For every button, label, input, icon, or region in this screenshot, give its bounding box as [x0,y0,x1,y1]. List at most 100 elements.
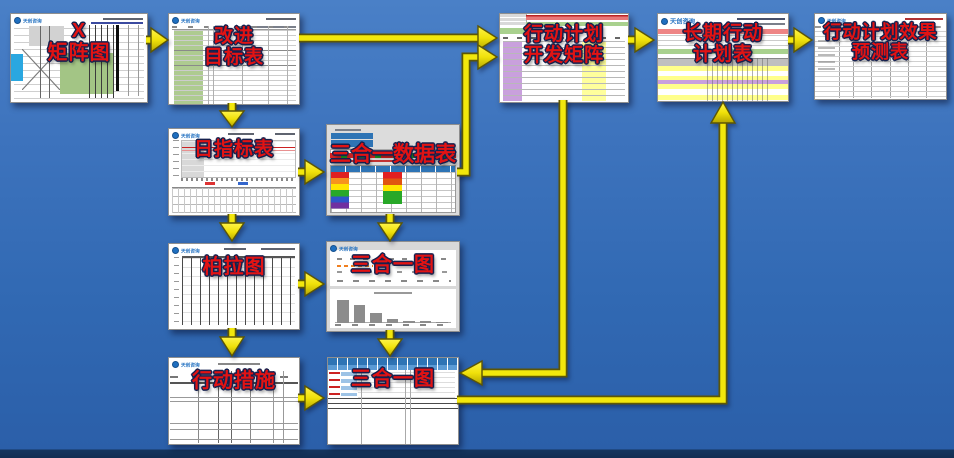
box-title-line: 目标表 [203,47,264,69]
brand-logo: 天创咨询 [172,16,205,25]
decor-target-line [181,150,296,152]
decor-vline [267,25,269,104]
decor-column-header [502,36,626,39]
decor-row-labels [817,39,835,74]
screenshot-action-plan-dev-matrix: 行动计划 开发矩阵 [499,13,629,103]
decor-red-note-text [337,160,411,163]
decor-vline [287,25,289,104]
decor-vline [360,370,362,444]
arrow-data-table-to-chart-mid [376,214,404,243]
logo-icon [818,17,825,24]
box-title-line: 三合一图 [351,254,435,276]
decor-vline [218,370,220,444]
decor-blue-cells [341,371,357,396]
decor-table-header [330,165,456,172]
logo-icon [172,17,179,24]
arrow-chart-mid-to-chart-bottom [376,330,404,358]
decor-header-text [218,363,261,365]
box-title: 日指标表 [169,139,299,160]
decor-header-text [737,18,785,20]
box-title-line: 行动计划效果 [823,22,938,42]
decor-y-axis-labels [172,140,180,177]
decor-column-header [171,24,297,31]
brand-logo: 天创咨询 [661,16,702,27]
box-title-line: 柏拉图 [202,256,266,278]
decor-vline [249,370,251,444]
box-title-line: 行动计划 [523,24,604,45]
box-title-line: 日指标表 [193,139,274,160]
screenshot-three-in-one-chart-mid: 天创咨询 三合一图 [326,241,460,332]
box-title-line: 长期行动 [682,23,763,44]
box-title-line: 预测表 [852,42,909,63]
box-title-line: X [71,20,87,42]
decor-hline [170,396,298,398]
brand-logo-text: 天创咨询 [339,247,358,253]
arrow-xmatrix-to-improve-target [146,26,170,54]
brand-logo-text: 天创咨询 [181,134,200,140]
decor-data-labels [337,257,452,260]
box-title-line: 行动措施 [192,370,276,392]
box-title: 三合一数据表 [327,143,459,167]
arrow-chart-bottom-to-longterm-plan [457,100,737,405]
decor-grid [658,34,788,49]
box-title: 行动计划 开发矩阵 [500,24,628,67]
decor-chart-title [373,291,412,294]
brand-logo-text: 天创咨询 [181,363,200,369]
box-title-line: 矩阵图 [47,42,111,65]
decor-line-chart-panel [329,250,457,286]
decor-bar [337,300,349,323]
decor-bar [353,305,366,323]
arrow-action-measures-to-chart-bottom [298,384,326,412]
arrow-pareto-to-chart-mid [298,270,326,298]
arrow-longterm-plan-to-effect-forecast [788,26,814,54]
decor-vline [213,25,215,104]
decor-blue-cell [11,54,24,81]
brand-logo: 天创咨询 [172,360,205,369]
decor-grid [502,41,626,102]
arrow-dev-matrix-to-longterm-plan [628,26,656,54]
brand-logo-text: 天创咨询 [181,19,200,25]
arrow-daily-indicator-to-data-table [298,158,326,186]
decor-vline [283,370,285,444]
decor-orange-dashed-line [337,264,373,267]
decor-chart-area [180,140,297,179]
arrow-dev-matrix-to-chart-bottom [458,100,568,387]
decor-green-stripe [525,21,628,27]
decor-divider [174,65,297,67]
box-title: 三合一图 [327,254,459,276]
decor-chart-area [182,255,296,325]
screenshot-improvement-target: 天创咨询 改进 目标表 [168,13,300,105]
decor-bar-chart-panel [329,289,457,329]
decor-hline-cluster [328,398,458,414]
box-title: 行动计划效果 预测表 [815,22,946,62]
decor-header-text [103,18,143,20]
decor-header-text [745,23,785,25]
decor-bar [386,318,399,323]
decor-column-header [170,370,298,385]
decor-red-green-strip [329,152,457,159]
brand-logo: 天创咨询 [330,244,363,253]
decor-header-text [335,129,361,131]
decor-blue-bar [330,140,374,147]
screenshot-action-plan-effect-forecast: 天创咨询 行动计划效果 预测表 [814,13,947,100]
brand-logo-text: 天创咨询 [23,19,42,25]
decor-vlines [88,25,115,99]
screenshot-x-matrix: 天创咨询 X 矩阵图 [10,13,148,103]
decor-vline [231,370,233,444]
decor-vline [197,370,199,444]
decor-y-axis-labels [174,256,180,324]
box-title-line: 计划表 [692,44,753,66]
box-title-line: 开发矩阵 [523,45,604,67]
decor-legend [205,182,268,186]
logo-icon [172,132,179,139]
decor-header-text [227,133,254,135]
decor-vlines [127,25,141,96]
box-title-line: 改进 [213,26,254,47]
decor-header-text [266,18,296,20]
logo-icon [172,247,179,254]
decor-rainbow-column [383,171,402,205]
decor-header-text [223,248,246,250]
brand-logo-text: 天创咨询 [670,17,695,26]
decor-table-header [328,358,458,365]
